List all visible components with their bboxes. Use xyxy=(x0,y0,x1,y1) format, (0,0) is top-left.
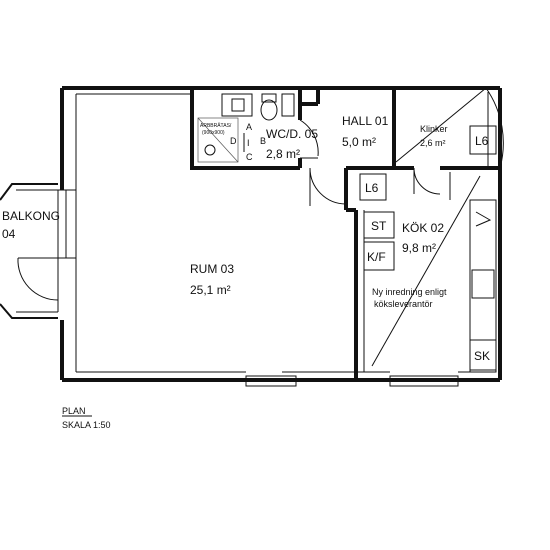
sk-label: SK xyxy=(474,349,490,363)
wc-area: 2,8 m² xyxy=(266,147,300,161)
windows xyxy=(57,189,459,387)
hall-area: 5,0 m² xyxy=(342,135,376,149)
l6-hall-closet xyxy=(359,173,387,201)
bath-letter-c: C xyxy=(246,152,253,162)
shower-area xyxy=(197,117,239,163)
klinker-area: 2,6 m² xyxy=(420,138,446,148)
sk-cabinet xyxy=(469,339,497,371)
kok-area: 9,8 m² xyxy=(402,241,436,255)
rum-name: RUM 03 xyxy=(190,262,234,276)
wc-name: WC/D. 05 xyxy=(266,127,318,141)
bathroom: ARBBRÄTAS/ (900x900) A D I B C WC/D. 05 … xyxy=(190,88,319,170)
shower-text-1: ARBBRÄTAS/ xyxy=(200,122,232,129)
st-label: ST xyxy=(371,219,387,233)
shower-text-2: (900x900) xyxy=(202,130,225,136)
plan-label: PLAN xyxy=(62,406,86,416)
drain-icon xyxy=(204,144,216,156)
bath-letter-d: D xyxy=(230,136,237,146)
klinker-entry: Klinker 2,6 m² L6 xyxy=(395,87,504,169)
l6-hall-label: L6 xyxy=(365,181,379,195)
l6-klinker-label: L6 xyxy=(475,134,489,148)
sink-icon xyxy=(221,93,253,117)
hall: HALL 01 5,0 m² L6 xyxy=(300,88,500,380)
bath-letter-i: I xyxy=(247,138,250,148)
outer-walls xyxy=(60,86,502,382)
scale-label: SKALA 1:50 xyxy=(62,420,111,430)
bath-letter-b: B xyxy=(260,136,266,146)
hall-name: HALL 01 xyxy=(342,114,389,128)
note-line-1: Ny inredning enligt xyxy=(372,287,447,297)
balkong-label: BALKONG xyxy=(2,209,60,223)
klinker-name: Klinker xyxy=(420,124,448,134)
l6-klinker-wardrobe xyxy=(469,125,497,155)
balkong-number: 04 xyxy=(2,227,16,241)
plan-footer: PLAN SKALA 1:50 xyxy=(62,406,111,430)
rum-area: 25,1 m² xyxy=(190,283,231,297)
kitchen: ST K/F SK KÖK 02 9,8 m² Ny inredning enl… xyxy=(363,172,497,373)
balcony: BALKONG 04 xyxy=(0,183,60,319)
main-room: RUM 03 25,1 m² xyxy=(190,262,234,297)
kitchen-counter xyxy=(469,199,497,373)
toilet-icon xyxy=(261,93,277,103)
stove-icon xyxy=(471,269,495,299)
note-line-2: köksleverantör xyxy=(374,299,433,309)
kok-name: KÖK 02 xyxy=(402,221,444,235)
bath-letter-a: A xyxy=(246,122,252,132)
kf-label: K/F xyxy=(367,250,386,264)
